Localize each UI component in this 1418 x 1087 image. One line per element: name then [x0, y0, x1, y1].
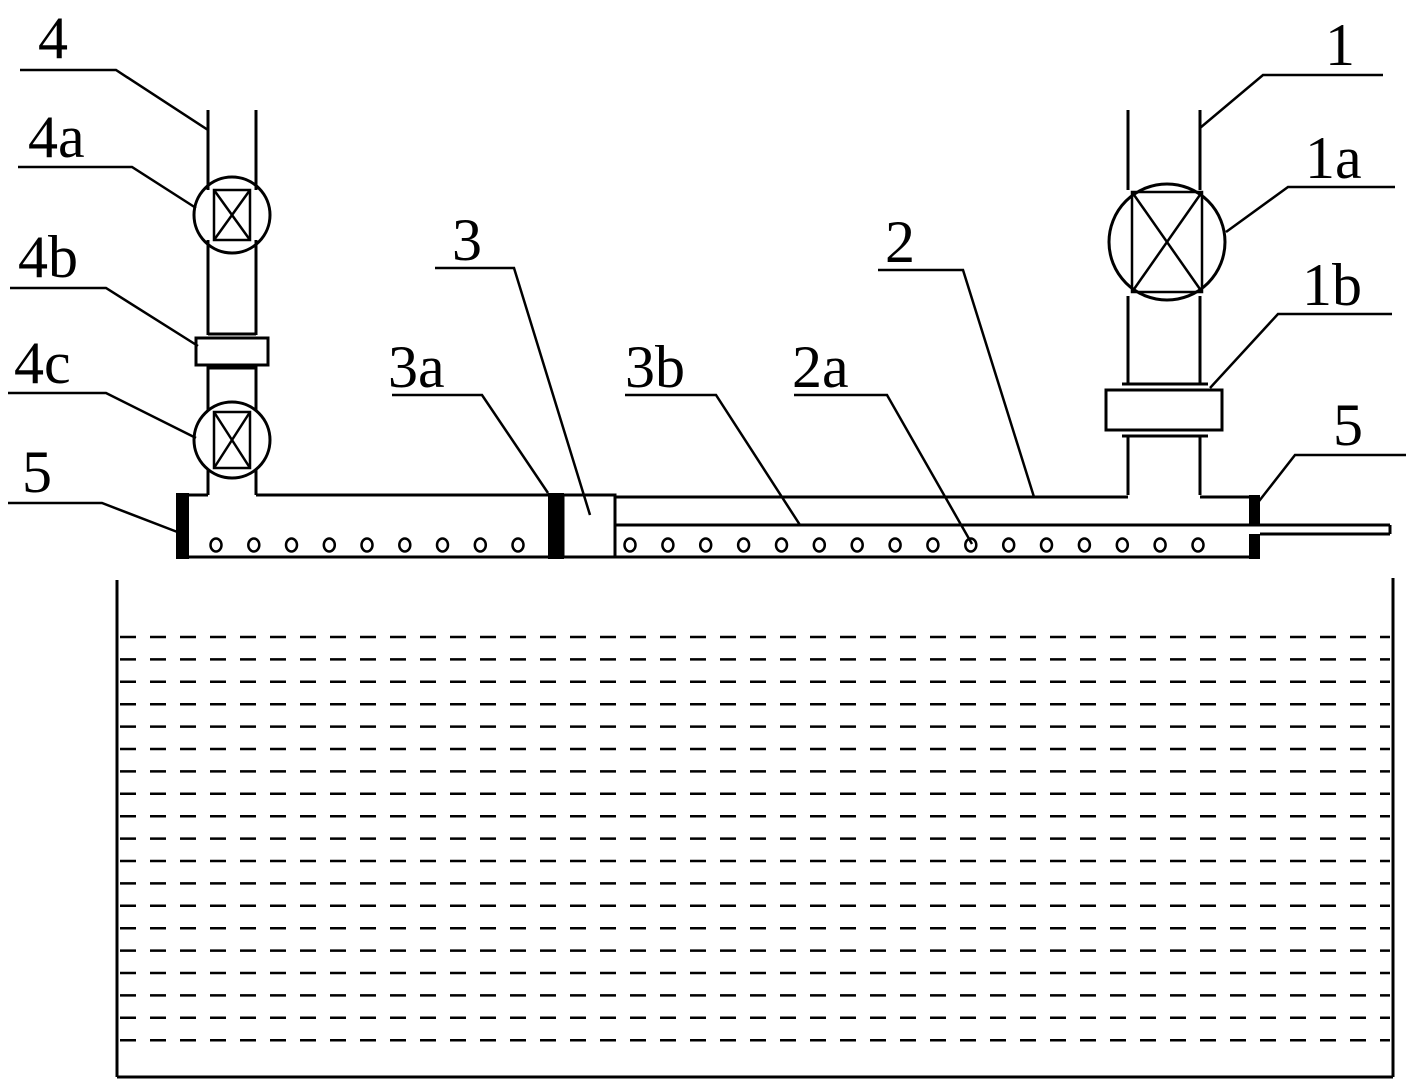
label-4c: 4c: [14, 330, 71, 396]
valve-1a-icon: [1107, 182, 1227, 302]
hole: [1191, 537, 1205, 553]
hole: [1153, 537, 1167, 553]
label-2a: 2a: [792, 334, 849, 400]
water-level-dashes: [120, 635, 1390, 1042]
label-5-right: 5: [1333, 392, 1363, 458]
hole: [1077, 537, 1092, 553]
hole: [1115, 537, 1130, 553]
right-pipe-1: [1126, 110, 1202, 495]
seal-right-5-top: [1249, 495, 1260, 525]
hole: [926, 537, 940, 553]
label-3a: 3a: [388, 334, 445, 400]
label-4: 4: [38, 5, 68, 71]
label-4a: 4a: [28, 104, 85, 170]
label-2: 2: [885, 209, 915, 275]
hole: [209, 537, 223, 553]
left-chamber-holes: [209, 537, 525, 553]
hole: [736, 537, 751, 553]
left-pipe-4: [206, 110, 258, 495]
right-chamber-holes-2a: [623, 537, 1205, 553]
hole: [812, 537, 827, 553]
label-1a: 1a: [1305, 125, 1362, 191]
valve-4c-icon: [192, 400, 272, 480]
hole: [511, 537, 525, 553]
hole: [623, 537, 637, 553]
label-3b: 3b: [625, 334, 685, 400]
water-tank: [115, 578, 1395, 1079]
hole: [398, 537, 412, 553]
hole: [888, 537, 902, 553]
label-5-left: 5: [22, 439, 52, 505]
hole: [435, 537, 450, 553]
hole: [1039, 537, 1054, 553]
hole: [698, 537, 713, 553]
hole: [964, 537, 978, 553]
hole: [850, 537, 864, 553]
hole: [473, 537, 488, 553]
hole: [360, 537, 374, 553]
leader-lines: [8, 68, 1406, 545]
label-1b: 1b: [1302, 252, 1362, 318]
hole: [284, 537, 299, 553]
hole: [774, 537, 789, 553]
seal-right-5-bottom: [1249, 534, 1260, 559]
hole: [247, 537, 261, 553]
horizontal-chamber: [180, 493, 1392, 559]
seal-left-5: [176, 493, 189, 559]
label-1: 1: [1325, 12, 1355, 78]
hole: [661, 537, 675, 553]
flange-4b: [194, 332, 270, 370]
flange-1b: [1104, 382, 1224, 438]
label-4b: 4b: [18, 224, 78, 290]
seal-3a: [548, 493, 564, 559]
hole: [1001, 537, 1016, 553]
valve-4a-icon: [192, 175, 272, 255]
hole: [322, 537, 337, 553]
label-3: 3: [452, 207, 482, 273]
